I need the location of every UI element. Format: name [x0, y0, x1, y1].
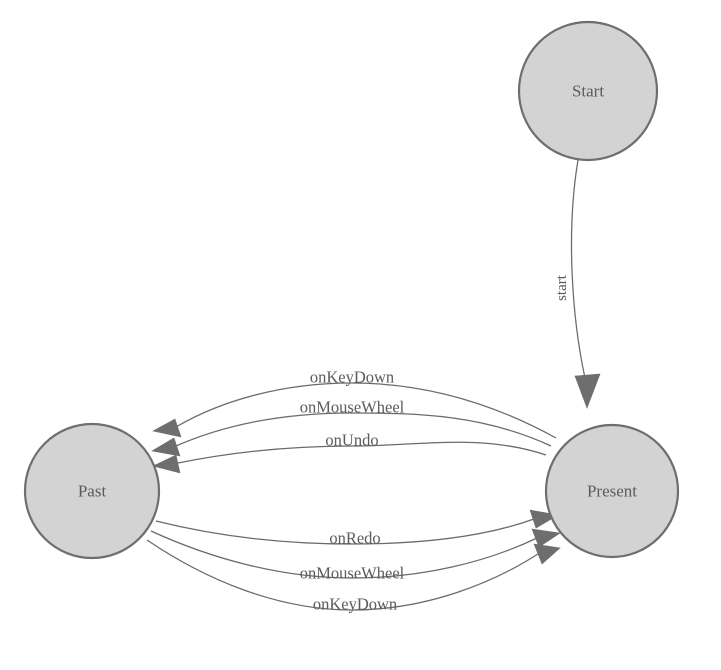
edge-present-to-past-keydown-label: onKeyDown — [310, 368, 394, 387]
edge-start-to-present-arrowhead — [574, 373, 601, 409]
node-present-shape — [544, 423, 680, 559]
node-start-shape — [517, 20, 659, 162]
edge-present-to-past-undo-arrowhead — [152, 454, 181, 474]
edge-past-to-present-keydown-arrowhead — [533, 543, 561, 565]
node-present-label: Present — [587, 482, 637, 501]
edge-past-to-present-mousewheel-arrowhead — [531, 528, 561, 548]
edge-start-to-present[interactable]: start — [554, 159, 601, 409]
edge-past-to-present-redo-label: onRedo — [329, 529, 380, 548]
edge-present-to-past-mousewheel-label: onMouseWheel — [300, 398, 405, 417]
node-present[interactable]: Present — [544, 423, 680, 559]
edge-past-to-present-mousewheel-label: onMouseWheel — [300, 564, 405, 583]
edge-start-to-present-label: start — [554, 274, 570, 301]
edge-past-to-present-keydown-label: onKeyDown — [313, 595, 397, 614]
node-past-shape — [23, 422, 161, 560]
edge-past-to-present-redo-path — [155, 518, 535, 545]
edge-present-to-past-mousewheel-arrowhead — [151, 437, 181, 457]
edge-past-to-present-keydown[interactable]: onKeyDown — [146, 539, 561, 614]
node-past[interactable]: Past — [23, 422, 161, 560]
node-start-label: Start — [572, 82, 604, 101]
edge-present-to-past-mousewheel-path — [175, 412, 552, 447]
edge-past-to-present-keydown-path — [146, 539, 542, 611]
edge-present-to-past-mousewheel[interactable]: onMouseWheel — [151, 398, 552, 457]
edge-present-to-past-undo-path — [177, 441, 547, 464]
edge-present-to-past-keydown-path — [175, 382, 557, 439]
edge-start-to-present-path — [570, 159, 586, 379]
edge-past-to-present-redo[interactable]: onRedo — [155, 509, 559, 548]
edge-present-to-past-undo-label: onUndo — [325, 431, 378, 450]
edge-present-to-past-keydown[interactable]: onKeyDown — [152, 368, 557, 439]
edge-present-to-past-undo[interactable]: onUndo — [152, 431, 547, 474]
edge-past-to-present-mousewheel[interactable]: onMouseWheel — [150, 528, 561, 583]
edge-present-to-past-keydown-arrowhead — [152, 418, 182, 438]
node-start[interactable]: Start — [517, 20, 659, 162]
node-past-label: Past — [78, 482, 107, 501]
edge-past-to-present-mousewheel-path — [150, 530, 538, 579]
